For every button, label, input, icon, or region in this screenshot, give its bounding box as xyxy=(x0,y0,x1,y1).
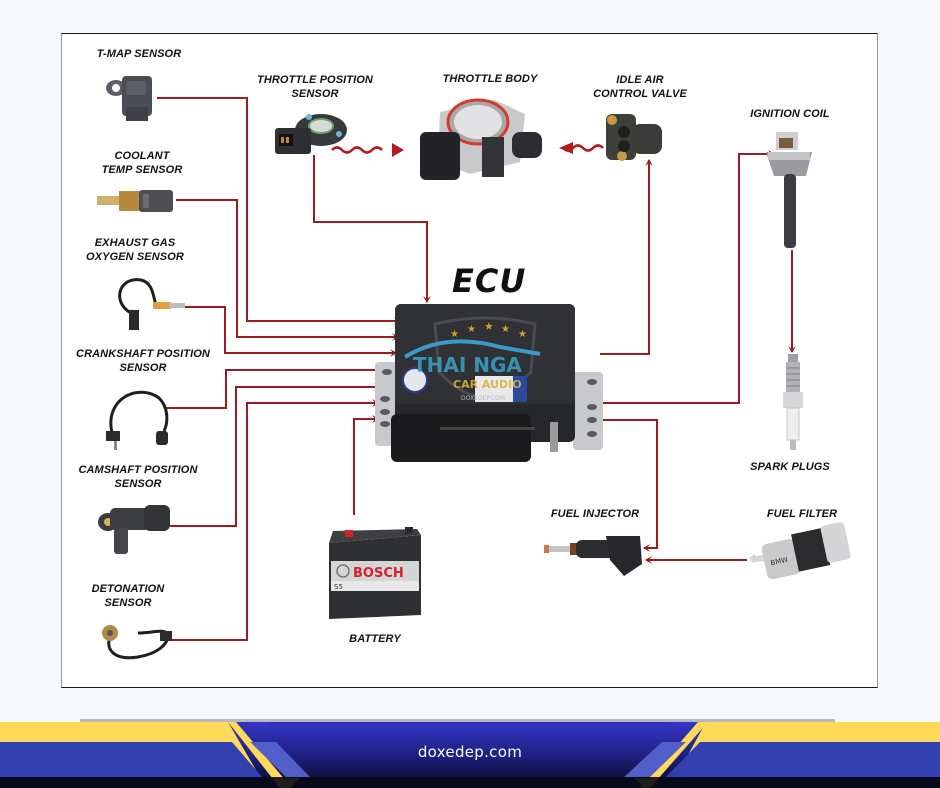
svg-text:★: ★ xyxy=(484,321,494,333)
label-spark-plugs: SPARK PLUGS xyxy=(750,461,830,473)
detonation-sensor-image xyxy=(102,625,172,660)
battery-brand: BOSCH xyxy=(353,566,404,581)
label-throttle-position-sensor: THROTTLE POSITION SENSOR xyxy=(257,74,373,100)
label-camshaft-sensor: CAMSHAFT POSITION SENSOR xyxy=(78,464,198,490)
spark-plug-image xyxy=(783,354,803,450)
footer-site-link[interactable]: doxedep.com xyxy=(417,743,523,761)
label-battery: BATTERY xyxy=(349,633,401,645)
footer-divider xyxy=(80,719,835,722)
crankshaft-sensor-image xyxy=(106,390,169,450)
svg-text:★: ★ xyxy=(450,329,459,340)
label-detonation-sensor: DETONATION SENSOR xyxy=(91,583,165,609)
label-fuel-injector: FUEL INJECTOR xyxy=(550,508,640,520)
ignition-coil-image xyxy=(766,132,812,248)
camshaft-sensor-image xyxy=(98,505,170,554)
throttle-position-sensor-image xyxy=(275,114,347,154)
label-tmap-sensor: T-MAP SENSOR xyxy=(96,48,182,60)
throttle-body-image xyxy=(420,98,542,180)
fuel-injector-image xyxy=(544,536,642,576)
tmap-sensor-image xyxy=(106,76,152,121)
label-throttle-body: THROTTLE BODY xyxy=(442,73,538,85)
oxygen-sensor-image xyxy=(118,278,185,330)
fuel-filter-brand: BMW xyxy=(770,556,789,568)
idle-air-control-valve-image xyxy=(606,114,662,161)
coolant-temp-sensor-image xyxy=(97,190,173,212)
label-crankshaft-sensor: CRANKSHAFT POSITION SENSOR xyxy=(76,348,210,374)
ecu-title: ECU xyxy=(452,262,527,300)
svg-text:★: ★ xyxy=(501,324,510,335)
label-ignition-coil: IGNITION COIL xyxy=(750,108,830,120)
watermark-site: DOXEDEP.COM xyxy=(461,395,505,402)
battery-model: S5 xyxy=(334,583,343,591)
watermark-brand: THAI NGA xyxy=(413,353,522,377)
ecu-image: ★ ★ ★ ★ ★ THAI NGA CAR AUDIO DOXEDEP.COM xyxy=(375,304,603,462)
svg-text:★: ★ xyxy=(467,324,476,335)
watermark-subtitle: CAR AUDIO xyxy=(453,378,522,391)
label-idle-air-control-valve: IDLE AIR CONTROL VALVE xyxy=(593,74,687,100)
battery-image: BOSCH S5 xyxy=(329,527,421,619)
label-coolant-temp-sensor: COOLANT TEMP SENSOR xyxy=(101,150,183,176)
label-fuel-filter: FUEL FILTER xyxy=(766,508,838,520)
label-oxygen-sensor: EXHAUST GAS OXYGEN SENSOR xyxy=(86,237,184,263)
footer-banner xyxy=(0,722,940,788)
fuel-filter-image: BMW xyxy=(749,522,851,580)
svg-text:★: ★ xyxy=(518,329,527,340)
